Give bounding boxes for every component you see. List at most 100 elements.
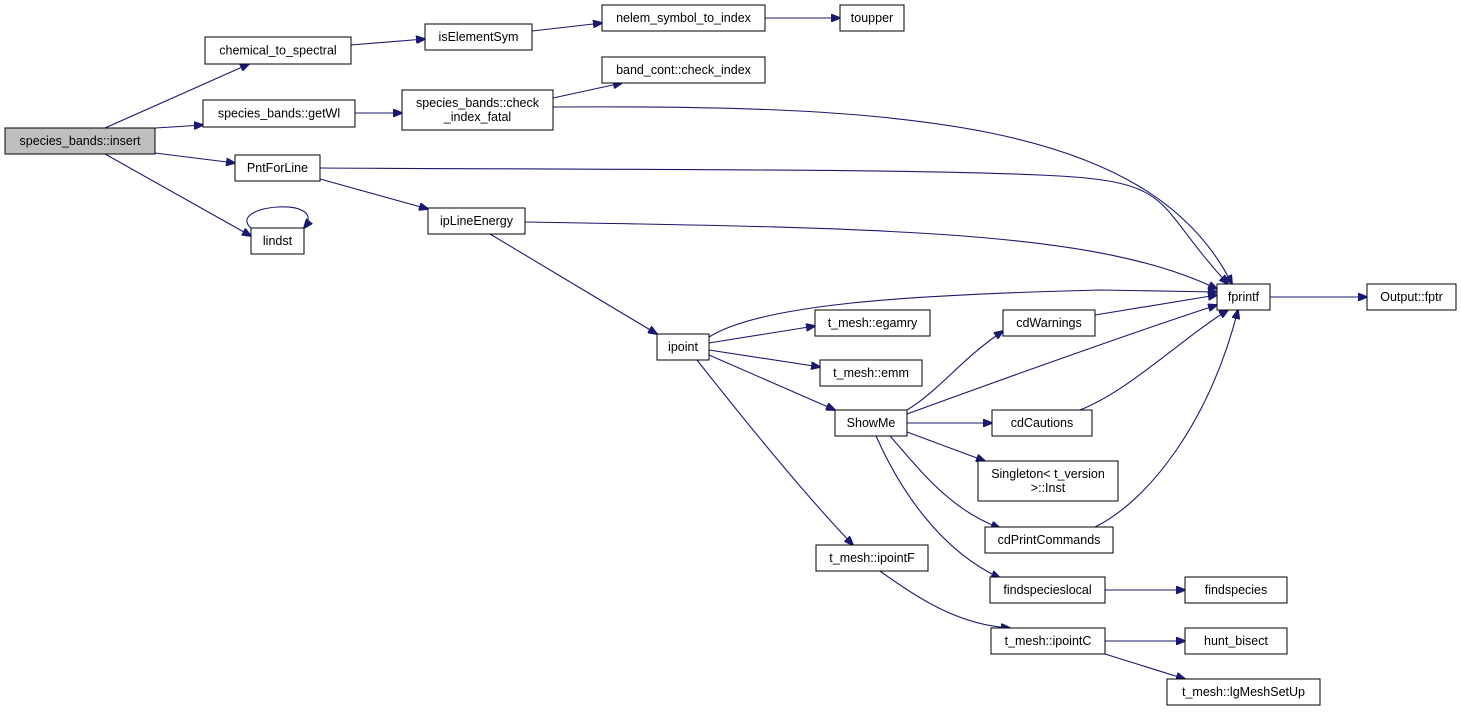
node-label: cdPrintCommands [998, 533, 1101, 547]
edge-pnt-to-fprintf [319, 167, 1228, 284]
node-label: toupper [851, 11, 893, 25]
node-label: band_cont::check_index [616, 63, 752, 77]
node-findLocal[interactable]: findspecieslocal [989, 576, 1106, 604]
node-label: PntForLine [247, 161, 308, 175]
node-findspecies[interactable]: findspecies [1184, 576, 1288, 604]
node-label: >::Inst [1031, 481, 1066, 495]
node-label: nelem_symbol_to_index [616, 11, 752, 25]
node-box [601, 4, 766, 32]
edge-ipLine-to-ipoint [489, 233, 657, 334]
node-singleton[interactable]: Singleton< t_version>::Inst [977, 460, 1119, 502]
node-ipointC[interactable]: t_mesh::ipointC [990, 627, 1106, 655]
edge-cdCaut-to-fprintf [1079, 310, 1228, 411]
node-box [990, 627, 1106, 655]
node-egamry[interactable]: t_mesh::egamry [814, 309, 931, 337]
edge-cdWarn-to-fprintf [1094, 295, 1217, 316]
node-insert[interactable]: species_bands::insert [4, 127, 156, 155]
node-ipoint[interactable]: ipoint [656, 333, 710, 361]
node-label: cdCautions [1011, 416, 1074, 430]
node-label: findspecies [1205, 583, 1268, 597]
edge-lindst-to-lindst [246, 206, 308, 228]
edge-layer [104, 18, 1367, 679]
node-box [601, 56, 766, 84]
node-box [839, 4, 905, 32]
node-label: species_bands::check [416, 96, 540, 110]
node-label: t_mesh::ipointC [1005, 634, 1092, 648]
node-emm[interactable]: t_mesh::emm [819, 359, 923, 387]
node-toupper[interactable]: toupper [839, 4, 905, 32]
node-label: fprintf [1228, 290, 1260, 304]
node-hunt[interactable]: hunt_bisect [1184, 627, 1288, 655]
node-cdPrint[interactable]: cdPrintCommands [984, 526, 1114, 554]
edge-insert-to-pnt [154, 152, 235, 163]
node-label: hunt_bisect [1204, 634, 1268, 648]
edge-isElem-to-nelem [531, 23, 602, 32]
node-box [1184, 576, 1288, 604]
node-box [991, 409, 1093, 437]
edge-insert-to-lindst [104, 153, 251, 236]
edge-insert-to-chem [104, 64, 249, 129]
node-label: findspecieslocal [1003, 583, 1091, 597]
edge-chem-to-isElem [350, 39, 425, 46]
node-getWl[interactable]: species_bands::getWl [202, 99, 356, 128]
node-box [1366, 283, 1457, 311]
node-box [204, 36, 352, 65]
edge-ipoint-to-emm [708, 349, 820, 367]
node-box [1184, 627, 1288, 655]
node-cdWarn[interactable]: cdWarnings [1002, 309, 1096, 337]
node-label: t_mesh::emm [833, 366, 909, 380]
node-cdCaut[interactable]: cdCautions [991, 409, 1093, 437]
edge-showme-to-cdPrint [889, 435, 1000, 528]
node-box [4, 127, 156, 155]
edge-showme-to-findLocal [875, 435, 1000, 578]
node-label: cdWarnings [1016, 316, 1082, 330]
node-lgMesh[interactable]: t_mesh::lgMeshSetUp [1166, 678, 1321, 706]
node-ipLine[interactable]: ipLineEnergy [427, 207, 526, 235]
node-label: species_bands::insert [20, 134, 141, 148]
node-box [984, 526, 1114, 554]
node-box [1002, 309, 1096, 337]
node-box [989, 576, 1106, 604]
node-label: ipLineEnergy [440, 214, 514, 228]
edge-ipointF-to-ipointC [879, 570, 1010, 628]
edge-showme-to-fprintf [906, 305, 1217, 415]
node-fprintf[interactable]: fprintf [1216, 283, 1271, 311]
edge-cdPrint-to-fprintf [1094, 310, 1238, 528]
edge-ipoint-to-ipointF [696, 359, 853, 545]
node-fptr[interactable]: Output::fptr [1366, 283, 1457, 311]
node-box [814, 309, 931, 337]
node-layer: species_bands::insert chemical_to_spectra… [4, 4, 1457, 706]
edge-checkFatal-to-fprintf [552, 106, 1232, 284]
edge-ipoint-to-egamry [708, 326, 815, 344]
node-isElem[interactable]: isElementSym [424, 23, 533, 51]
node-box [815, 544, 929, 572]
node-label: t_mesh::ipointF [829, 551, 915, 565]
node-box [1166, 678, 1321, 706]
node-ipointF[interactable]: t_mesh::ipointF [815, 544, 929, 572]
node-nelem[interactable]: nelem_symbol_to_index [601, 4, 766, 32]
node-lindst[interactable]: lindst [250, 227, 305, 255]
edge-ipoint-to-showme [708, 354, 835, 410]
node-chem[interactable]: chemical_to_spectral [204, 36, 352, 65]
node-checkFatal[interactable]: species_bands::check_index_fatal [401, 89, 554, 131]
node-box [1216, 283, 1271, 311]
node-pnt[interactable]: PntForLine [234, 154, 321, 182]
edge-showme-to-singleton [906, 431, 985, 461]
edge-ipoint-to-fprintf [708, 290, 1217, 338]
node-label: t_mesh::egamry [828, 316, 918, 330]
node-label: lindst [263, 234, 293, 248]
node-showme[interactable]: ShowMe [834, 409, 908, 437]
node-label: chemical_to_spectral [219, 44, 336, 58]
node-box [250, 227, 305, 255]
node-label: isElementSym [439, 30, 519, 44]
edge-insert-to-getWl [154, 125, 203, 128]
node-bandCheck[interactable]: band_cont::check_index [601, 56, 766, 84]
node-box [656, 333, 710, 361]
node-box [834, 409, 908, 437]
edge-showme-to-cdWarn [906, 331, 1003, 411]
node-label: _index_fatal [443, 110, 511, 124]
node-label: Singleton< t_version [991, 467, 1105, 481]
edge-pnt-to-ipLine [319, 178, 428, 209]
node-box [401, 89, 554, 131]
edge-ipointC-to-lgMesh [1104, 653, 1185, 679]
